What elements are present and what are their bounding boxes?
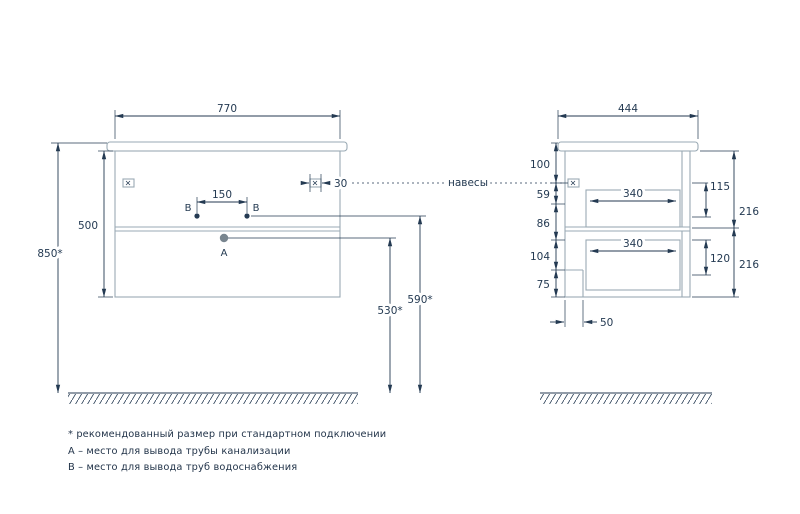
ground-hatch-right bbox=[540, 394, 712, 404]
point-a-label: A bbox=[221, 248, 228, 259]
side-dim-216-top: 216 bbox=[739, 206, 759, 218]
hole-spacing-dim: 150 bbox=[212, 189, 232, 201]
side-dimensions: 444 100 59 86 104 75 340 340 115 216 bbox=[527, 100, 762, 332]
total-height-dim: 850* bbox=[37, 248, 62, 260]
side-depth-dim: 444 bbox=[618, 103, 638, 115]
supply-point-right bbox=[244, 213, 250, 219]
front-countertop bbox=[106, 141, 348, 152]
side-dim-120: 120 bbox=[710, 253, 730, 265]
supply-height-dim: 590* bbox=[407, 294, 432, 306]
side-cabinet-body bbox=[564, 150, 691, 298]
ground-right bbox=[540, 392, 712, 404]
drawer-top-depth-dim: 340 bbox=[623, 188, 643, 200]
front-dimensions: 770 500 850* 150 B B A 30 530* 590* bbox=[34, 100, 436, 394]
side-dim-216-bottom: 216 bbox=[739, 259, 759, 271]
front-width-dim: 770 bbox=[217, 103, 237, 115]
footnote-recommended-size: * рекомендованный размер при стандартном… bbox=[68, 429, 386, 440]
bracket-width-dim: 30 bbox=[334, 178, 347, 190]
side-drawer-bottom-box bbox=[585, 239, 681, 291]
drawer-bottom-depth-dim: 340 bbox=[623, 238, 643, 250]
ground-left bbox=[68, 392, 358, 404]
front-height-dim: 500 bbox=[78, 220, 98, 232]
hangers-label: навесы bbox=[448, 177, 488, 189]
front-cabinet-body bbox=[114, 150, 341, 298]
footnote-point-b: B – место для вывода труб водоснабжения bbox=[68, 462, 297, 473]
point-b-left-label: B bbox=[185, 203, 192, 214]
drain-height-dim: 530* bbox=[377, 305, 402, 317]
side-top-offset-dim: 100 bbox=[530, 159, 550, 171]
side-dim-104: 104 bbox=[530, 251, 550, 263]
hangers-callout: навесы bbox=[352, 174, 568, 192]
footnotes: * рекомендованный размер при стандартном… bbox=[68, 429, 386, 473]
side-countertop bbox=[557, 141, 699, 152]
recess-depth-dim: 50 bbox=[600, 317, 613, 329]
drain-point bbox=[219, 233, 229, 243]
side-dim-59: 59 bbox=[537, 189, 550, 201]
side-view bbox=[557, 141, 699, 298]
side-dim-115: 115 bbox=[710, 181, 730, 193]
supply-point-left bbox=[194, 213, 200, 219]
ground-hatch-left bbox=[68, 394, 358, 404]
point-b-right-label: B bbox=[253, 203, 260, 214]
footnote-point-a: A – место для вывода трубы канализации bbox=[68, 446, 291, 457]
side-dim-75: 75 bbox=[537, 279, 550, 291]
front-view bbox=[106, 141, 348, 298]
side-dim-86: 86 bbox=[537, 218, 551, 230]
hanger-bracket-left-icon bbox=[122, 178, 135, 188]
side-drawer-top-box bbox=[585, 189, 681, 228]
